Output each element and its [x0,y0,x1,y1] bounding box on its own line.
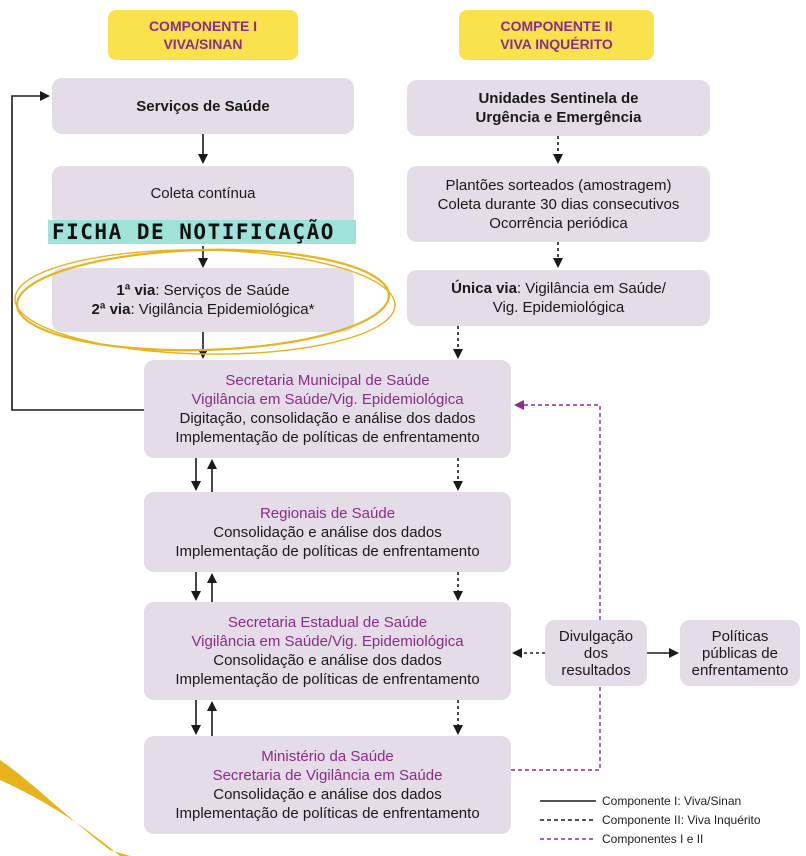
ministerio-title1: Ministério da Saúde [261,748,394,765]
via2-line: 2ª via: Vigilância Epidemiológica* [92,300,315,319]
divulgacao-box: Divulgação dos resultados [545,620,647,686]
legend-dashed-dark-label: Componente II: Viva Inquérito [602,813,761,827]
coleta-box: Coleta contínua [52,166,354,226]
estadual-title2: Vigilância em Saúde/Vig. Epidemiológica [191,633,464,650]
estadual-line2: Implementação de políticas de enfrentame… [175,671,480,688]
highlight-ellipse-2 [14,249,396,355]
coleta-label: Coleta contínua [150,185,256,202]
unica-rest: : Vigilância em Saúde/ [516,280,666,297]
unica-via-box: Única via: Vigilância em Saúde/ Vig. Epi… [407,270,710,326]
municipal-title1: Secretaria Municipal de Saúde [225,372,430,389]
via1-bold: 1ª via [116,282,156,299]
unica-bold: Única via [451,280,517,297]
ficha-notificacao-label: FICHA DE NOTIFICAÇÃO [48,220,356,244]
via1-rest: : Serviços de Saúde [155,282,290,299]
ministerio-line2: Implementação de políticas de enfrentame… [175,805,480,822]
plantoes-line1: Plantões sorteados (amostragem) [445,176,672,194]
gold-brush-stroke [0,760,130,856]
politicas-box: Políticas públicas de enfrentamento [680,620,800,686]
politicas-line3: enfrentamento [691,661,789,679]
ministerio-title2: Secretaria de Vigilância em Saúde [212,767,443,784]
purple-loop-lower [511,686,601,771]
unica-line2: Vig. Epidemiológica [492,299,625,316]
via2-rest: : Vigilância Epidemiológica* [130,301,315,318]
ministerio-line1: Consolidação e análise dos dados [213,786,442,803]
component-1-line1: COMPONENTE I [148,18,258,34]
regionais-box: Regionais de Saúde Consolidação e anális… [144,492,511,572]
unidades-box: Unidades Sentinela de Urgência e Emergên… [407,80,710,136]
municipal-line2: Implementação de políticas de enfrentame… [175,429,480,446]
estadual-box: Secretaria Estadual de Saúde Vigilância … [144,602,511,700]
legend-dashed-purple-label: Componentes I e II [602,832,704,846]
unidades-line2: Urgência e Emergência [475,109,642,126]
component-2-header: COMPONENTE II VIVA INQUÉRITO [459,10,654,60]
municipal-title2: Vigilância em Saúde/Vig. Epidemiológica [191,391,464,408]
politicas-line2: públicas de [702,644,778,662]
feedback-loop [11,91,144,411]
vias-box: 1ª via: Serviços de Saúde 2ª via: Vigilâ… [52,268,354,332]
via1-line: 1ª via: Serviços de Saúde [116,281,289,300]
servicos-box: Serviços de Saúde [52,78,354,134]
divulgacao-line2: dos [583,644,609,662]
purple-loop-upper [514,400,601,620]
plantoes-line3: Ocorrência periódica [489,214,628,232]
regionais-title1: Regionais de Saúde [259,504,396,522]
regionais-line2: Implementação de políticas de enfrentame… [175,542,480,560]
municipal-line1: Digitação, consolidação e análise dos da… [179,410,476,427]
politicas-line1: Políticas [711,627,769,645]
legend-solid-label: Componente I: Viva/Sinan [602,794,742,808]
divulgacao-line1: Divulgação [558,627,634,645]
estadual-title1: Secretaria Estadual de Saúde [227,614,428,631]
plantoes-box: Plantões sorteados (amostragem) Coleta d… [407,166,710,242]
plantoes-line2: Coleta durante 30 dias consecutivos [437,195,680,213]
component-1-line2: VIVA/SINAN [163,36,243,52]
unidades-line1: Unidades Sentinela de [478,90,639,107]
servicos-label: Serviços de Saúde [136,97,270,115]
estadual-line1: Consolidação e análise dos dados [213,652,442,669]
unica-line1: Única via: Vigilância em Saúde/ [451,279,666,298]
divulgacao-line3: resultados [561,661,631,679]
municipal-box: Secretaria Municipal de Saúde Vigilância… [144,360,511,458]
component-2-line1: COMPONENTE II [500,18,613,34]
regionais-line1: Consolidação e análise dos dados [213,523,442,541]
component-2-line2: VIVA INQUÉRITO [500,36,613,52]
via2-bold: 2ª via [91,301,131,318]
ministerio-box: Ministério da Saúde Secretaria de Vigilâ… [144,736,511,834]
component-1-header: COMPONENTE I VIVA/SINAN [108,10,298,60]
